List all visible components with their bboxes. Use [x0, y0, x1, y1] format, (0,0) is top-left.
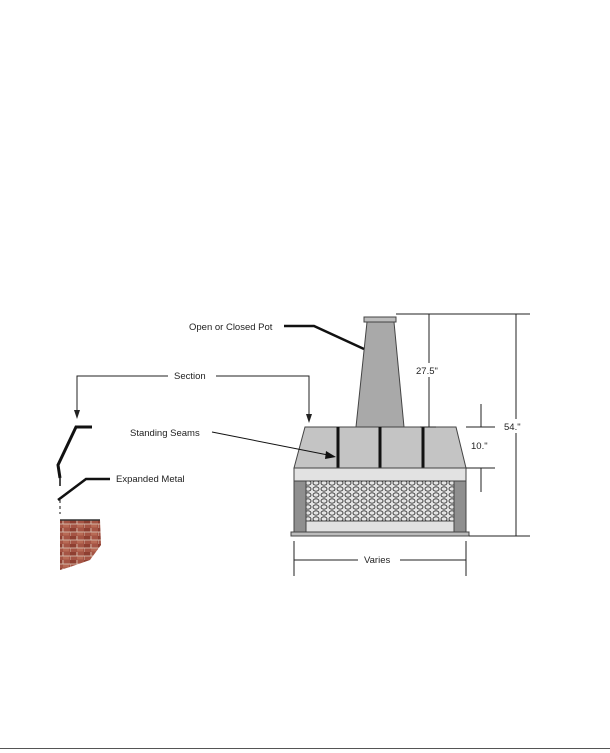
section-label: Section [174, 371, 206, 382]
seams-leader [211, 431, 329, 456]
dimension-labels: 27.5" 54." 10." Varies [364, 363, 528, 566]
section-arrow-left [74, 410, 80, 419]
seams-leader-arrow [325, 451, 336, 459]
chimney-pot [355, 321, 405, 428]
section-arrow-right [306, 414, 312, 423]
section-detail: Section Expanded Metal [56, 371, 312, 570]
page-bottom-rule [0, 748, 610, 749]
total-height-label: 54." [504, 422, 521, 433]
frame-left-post [293, 480, 307, 533]
frame-bottom-rail [305, 520, 455, 533]
band-height-label: 10." [471, 441, 488, 452]
section-bracket-line-right [216, 375, 310, 416]
brick-wall-section [60, 520, 101, 570]
hood-elevation [290, 316, 470, 537]
expanded-metal-label: Expanded Metal [116, 474, 185, 485]
pot-leader [284, 324, 365, 351]
width-varies-label: Varies [364, 555, 390, 566]
standing-seams-label: Standing Seams [130, 428, 200, 439]
expanded-metal-leader [57, 477, 110, 501]
hood-profile-section [56, 425, 92, 479]
hood-band [293, 467, 467, 482]
pot-height-label: 27.5" [416, 366, 438, 377]
chimney-pot-cap [363, 316, 397, 323]
section-bracket-line [76, 375, 168, 412]
annotations: Open or Closed Pot Standing Seams [130, 322, 365, 459]
expanded-metal-screen [305, 480, 455, 522]
open-closed-pot-label: Open or Closed Pot [189, 322, 273, 333]
frame-right-post [453, 480, 467, 533]
hearth-base [290, 531, 470, 537]
